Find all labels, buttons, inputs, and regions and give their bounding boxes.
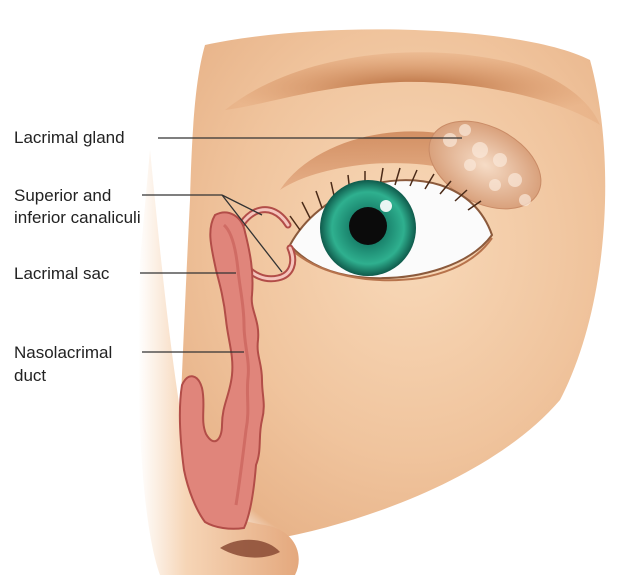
label-canaliculi-line1: Superior and (14, 185, 111, 207)
eye-highlight (380, 200, 392, 212)
label-lacrimal-sac: Lacrimal sac (14, 263, 109, 285)
label-canaliculi-line2: inferior canaliculi (14, 207, 141, 229)
pupil (349, 207, 387, 245)
label-nasolacrimal-line2: duct (14, 365, 46, 387)
label-lacrimal-gland: Lacrimal gland (14, 127, 125, 149)
label-nasolacrimal-line1: Nasolacrimal (14, 342, 112, 364)
